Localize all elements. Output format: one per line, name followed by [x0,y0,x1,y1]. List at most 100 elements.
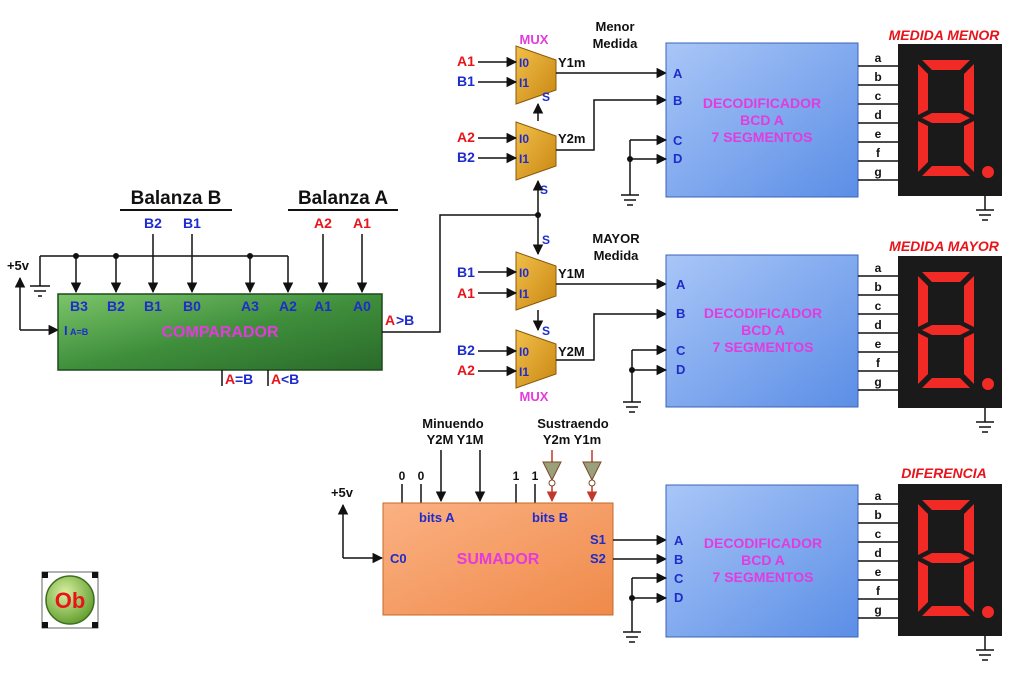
mux-bottom-u2-i0: I0 [519,345,529,359]
segment-label: g [874,165,881,179]
comparator-input-b1: B1 [144,298,162,314]
segment-label: f [876,584,881,598]
scale-b-label: Balanza B [131,188,222,209]
display-segment [918,333,928,384]
decoder-3-line2: BCD A [741,552,785,568]
mux-top-group-line2: Medida [593,36,639,51]
decoder-3-in-d: D [674,590,683,605]
segment-label: d [874,108,881,122]
segment-label: b [874,508,881,522]
decoder-1-in-a: A [673,66,683,81]
display-3-title: DIFERENCIA [901,465,987,481]
ob-logo-circle [45,575,95,625]
display-segment [922,378,970,388]
adder-title: SUMADOR [457,551,540,568]
comparator-eq-input-sub: A=B [70,327,89,337]
comparator-supply-label: +5v [7,258,30,273]
segment-label: f [876,146,881,160]
segment-label: e [875,127,882,141]
display-segment [964,333,974,384]
mux-bottom-u2-in-b: A2 [457,362,475,378]
display-segment [918,504,928,555]
display-2-title: MEDIDA MAYOR [889,238,1000,254]
decoder-1-in-b: B [673,93,682,108]
scale-b-bit-b2: B2 [144,215,162,231]
mux-bottom-u1-sel: S [542,324,550,338]
segment-label: a [875,489,882,503]
mux-bottom-u1-i1: I1 [519,287,529,301]
display-segment [922,500,970,510]
segment-label: f [876,356,881,370]
scale-a-label: Balanza A [298,188,388,209]
mux-top-group-line1: Menor [596,19,635,34]
display-segment [922,113,970,123]
segment-label: g [874,375,881,389]
mux-top-u2-out: Y2m [558,131,585,146]
mux-top-u2 [515,121,557,181]
display-segment [922,606,970,616]
comparator-section: Balanza B Balanza A B2 B1 A2 A1 +5v B3 [7,188,541,387]
comparator-input-b3: B3 [70,298,88,314]
display-decimal-point [982,378,994,390]
decoder-1-box [665,42,859,198]
inverter-2 [582,461,602,482]
display-segment [964,64,974,115]
comparator-input-a2: A2 [279,298,297,314]
ob-logo-text: Ob [55,588,86,613]
comparator-out-gt-a: A [385,312,395,328]
scale-a-bit-a1: A1 [353,215,371,231]
decoder-1-in-c: C [673,133,683,148]
mux-bottom-u2-out: Y2M [558,344,585,359]
display-decimal-point [982,166,994,178]
segment-label: c [875,299,882,313]
comparator-input-b0: B0 [183,298,201,314]
mux-top-u2-sel: S [540,183,548,197]
decoder-3-in-b: B [674,552,683,567]
adder-section: Minuendo Y2M Y1M Sustraendo Y2m Y1m 0 0 … [331,416,668,616]
display-segment [918,561,928,612]
mux-bottom-u1-i0: I0 [519,266,529,280]
mux-bottom-u1-in-a: B1 [457,264,475,280]
scale-b-bit-b1: B1 [183,215,201,231]
mux-bottom-group-line1: MAYOR [592,231,640,246]
decoder-1-line3: 7 SEGMENTOS [712,129,813,145]
decoder-1-line1: DECODIFICADOR [703,95,821,111]
segment-label: e [875,337,882,351]
adder-minuend-label: Minuendo [422,416,483,431]
mux-bottom-u2-in-a: B2 [457,342,475,358]
decoder-3-in-c: C [674,571,684,586]
displays [898,44,1002,661]
adder-minuend-bits: Y2M Y1M [427,432,484,447]
adder-box [382,502,614,616]
display-segment [922,553,970,563]
decoder-2-in-d: D [676,362,685,377]
mux-top-u1-out: Y1m [558,55,585,70]
mux-bottom-u1 [515,251,557,311]
mux-bottom-group-line2: Medida [594,248,640,263]
display-segment [922,60,970,70]
segment-label: g [874,603,881,617]
comparator-title: COMPARADOR [161,324,278,341]
display-1-title: MEDIDA MENOR [889,27,1001,43]
segment-label: c [875,527,882,541]
decoder-3: DECODIFICADOR BCD A 7 SEGMENTOS A B C D [623,484,859,643]
display-segment [964,504,974,555]
adder-carry-in: C0 [390,551,407,566]
segment-label: d [874,546,881,560]
mux-top-u1-sel: S [542,90,550,104]
mux-top-group: MUX Menor Medida A1 B1 I0 I1 Y1m S A2 B2… [457,19,668,215]
display-segment [922,166,970,176]
comparator-eq-input-i: I [64,323,68,338]
adder-supply-label: +5v [331,485,354,500]
ob-logo[interactable]: Ob [41,571,99,629]
display-segment [918,276,928,327]
decoder-1-line2: BCD A [740,112,784,128]
decoder-2-line1: DECODIFICADOR [704,305,822,321]
decoder-2-line3: 7 SEGMENTOS [713,339,814,355]
decoder-2-line2: BCD A [741,322,785,338]
adder-bits-a: bits A [419,510,455,525]
segment-label: b [874,70,881,84]
mux-bottom-u2-i1: I1 [519,365,529,379]
